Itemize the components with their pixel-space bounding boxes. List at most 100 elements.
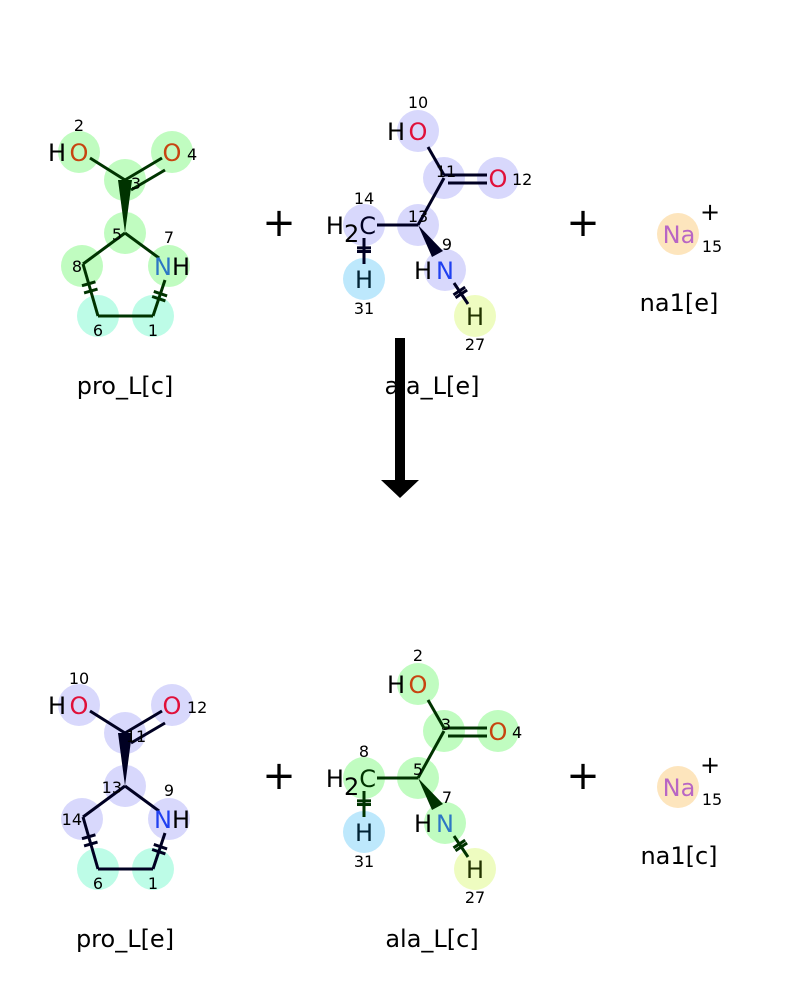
atom-number: 14 [62,810,82,829]
atom-highlight [343,757,385,799]
atom-highlight [657,213,699,255]
molecule-name: pro_L[c] [77,372,174,400]
atom-highlight [454,848,496,890]
bond-break-mark [153,843,168,851]
molecule-name: na1[c] [640,842,717,870]
bond-break-mark [81,833,96,841]
hydrogen-prefix: H [48,692,66,720]
atom-number: 15 [702,790,722,809]
bond-break-mark [151,848,166,856]
atom-number: 12 [512,170,532,189]
atom-symbol: H [466,303,484,331]
atom-label-oh: O [70,692,89,720]
atom-number: 31 [354,852,374,871]
atom-number: 13 [408,207,428,226]
bond-break-mark [454,841,468,853]
bond [82,784,126,819]
atom-number: 9 [164,781,174,800]
atom-subscript: 2 [344,220,359,248]
atom-symbol: N [154,806,172,834]
wedge-bond [118,180,132,233]
atom-number: 9 [442,235,452,254]
bond-break-mark [454,288,468,300]
charge-sign: + [700,198,720,226]
atom-number: 2 [74,116,84,135]
atom-number: 14 [354,189,374,208]
atom-label-cb: H2C [326,765,376,801]
atom-number: 31 [354,299,374,318]
atom-highlight [657,766,699,808]
atom-highlight [424,802,466,844]
atom-number: 1 [148,321,158,340]
charge-sign: + [700,751,720,779]
atom-number: 6 [93,874,103,893]
atom-prefix: H [326,765,344,793]
atom-highlight [477,157,519,199]
bond-break-mark [81,280,96,288]
atom-symbol: H [355,819,373,847]
atom-label-n: NH [154,806,190,834]
atom-subscript: 2 [344,773,359,801]
atom-symbol: O [489,165,508,193]
atom-symbol: H [355,266,373,294]
molecule-name: ala_L[e] [385,372,480,400]
atom-number: 5 [112,225,122,244]
atom-number: 15 [702,237,722,256]
atom-label-oh: O [409,671,428,699]
atom-highlight [343,204,385,246]
atom-number: 6 [93,321,103,340]
atom-symbol: O [163,692,182,720]
atom-number: 27 [465,335,485,354]
molecule-name: na1[e] [640,289,719,317]
atom-label-n: NH [154,253,190,281]
wedge-bond [418,225,443,257]
atom-highlight [477,710,519,752]
wedge-bond [118,733,132,786]
atom-label-hn: H [466,303,484,331]
bond-break-mark [452,838,466,850]
atom-number: 7 [164,228,174,247]
bond [124,784,160,813]
atom-number: 13 [102,778,122,797]
atom-number: 10 [69,669,89,688]
atom-label-hb: H [355,266,373,294]
plus-sign: + [262,753,296,799]
atom-symbol: O [489,718,508,746]
atom-symbol: O [409,118,428,146]
wedge-bond [418,778,443,810]
atom-number: 8 [72,257,82,276]
hydrogen-prefix: H [48,139,66,167]
atom-label-odbl: O [163,692,182,720]
atom-label-cb: H2C [326,212,376,248]
atom-label-n: N [436,257,454,285]
bond-break-mark [83,840,98,848]
atom-label-na: Na [663,221,696,249]
hydrogen-prefix: H [414,257,432,285]
bond [416,730,446,779]
bond [416,177,446,226]
bond [89,156,126,182]
atom-highlight [148,798,190,840]
atom-number: 27 [465,888,485,907]
atom-highlight [61,245,103,287]
reaction-arrow [381,338,419,498]
hydrogen-prefix: H [387,671,405,699]
atom-label-oh: O [70,139,89,167]
molecule-name: ala_L[c] [385,925,478,953]
atom-label-hn: H [466,856,484,884]
hydrogen-suffix: H [172,253,190,281]
bond [89,709,126,735]
bond [82,231,126,266]
atom-number: 4 [512,723,522,742]
hydrogen-suffix: H [172,806,190,834]
atom-label-odbl: O [489,165,508,193]
atom-label-hb: H [355,819,373,847]
atom-highlight [343,258,385,300]
atom-label-odbl: O [489,718,508,746]
atom-label-oh: O [409,118,428,146]
plus-sign: + [262,200,296,246]
